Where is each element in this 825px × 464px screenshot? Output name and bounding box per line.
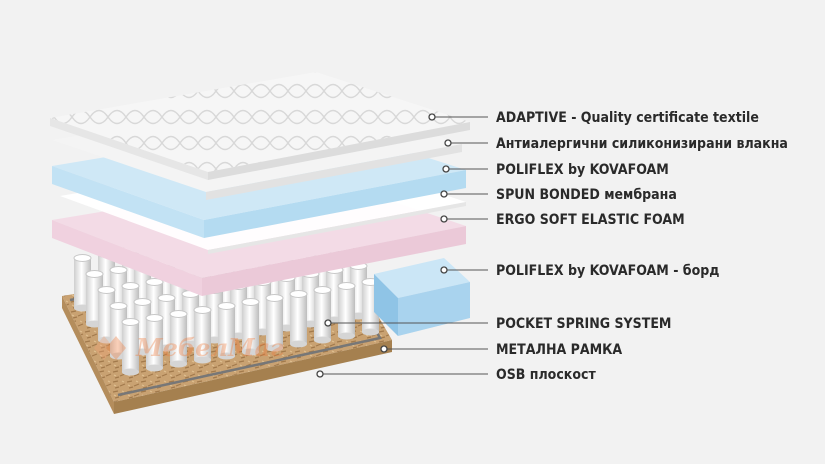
spring-coil-bottom <box>122 369 139 376</box>
watermark-icon <box>92 330 130 364</box>
spring-coil-bottom <box>146 365 163 372</box>
leader-dot-poliflex-edge <box>441 267 447 273</box>
spring-coil-top <box>146 315 163 322</box>
spring-coil-top <box>266 295 283 302</box>
label-metal-frame: МЕТАЛНА РАМКА <box>496 342 622 358</box>
label-poliflex-edge: POLIFLEX by KOVAFOAM - борд <box>496 263 719 279</box>
leader-dot-pocket-spring <box>325 320 331 326</box>
label-adaptive: ADAPTIVE - Quality certificate textile <box>496 110 759 126</box>
spring-coil-top <box>314 287 331 294</box>
leader-dot-fibers <box>445 140 451 146</box>
label-spun-bonded: SPUN BONDED мембрана <box>496 187 677 203</box>
leader-dot-adaptive <box>429 114 435 120</box>
spring-coil-top <box>98 287 115 294</box>
spring-coil-top <box>218 303 235 310</box>
spring-coil-top <box>122 319 139 326</box>
spring-coil-top <box>290 291 307 298</box>
spring-coil-top <box>110 267 127 274</box>
label-osb: OSB плоскост <box>496 367 596 383</box>
spring-coil-bottom <box>362 329 379 336</box>
spring-coil-top <box>242 299 259 306</box>
watermark-text: МебелМаг <box>136 333 284 362</box>
leader-dot-ergo-soft <box>441 216 447 222</box>
leader-dot-osb <box>317 371 323 377</box>
spring-coil-top <box>86 271 103 278</box>
spring-coil-top <box>134 299 151 306</box>
spring-coil-top <box>74 255 91 262</box>
label-ergo-soft: ERGO SOFT ELASTIC FOAM <box>496 212 685 228</box>
spring-coil-top <box>110 303 127 310</box>
spring-coil-bottom <box>314 337 331 344</box>
spring-coil <box>290 294 307 344</box>
watermark-logo: МебелМаг <box>92 330 284 364</box>
label-pocket-spring: POCKET SPRING SYSTEM <box>496 316 671 332</box>
spring-coil <box>338 286 355 336</box>
spring-coil-bottom <box>290 341 307 348</box>
spring-coil-top <box>122 283 139 290</box>
label-poliflex: POLIFLEX by KOVAFOAM <box>496 162 669 178</box>
leader-dot-spun-bonded <box>441 191 447 197</box>
spring-coil-top <box>338 283 355 290</box>
leader-dot-poliflex <box>443 166 449 172</box>
spring-coil-top <box>158 295 175 302</box>
label-fibers: Антиалергични силиконизирани влакна <box>496 136 788 152</box>
spring-coil <box>314 290 331 340</box>
spring-coil-bottom <box>338 333 355 340</box>
spring-coil-top <box>170 311 187 318</box>
leader-dot-metal-frame <box>381 346 387 352</box>
spring-coil-top <box>194 307 211 314</box>
